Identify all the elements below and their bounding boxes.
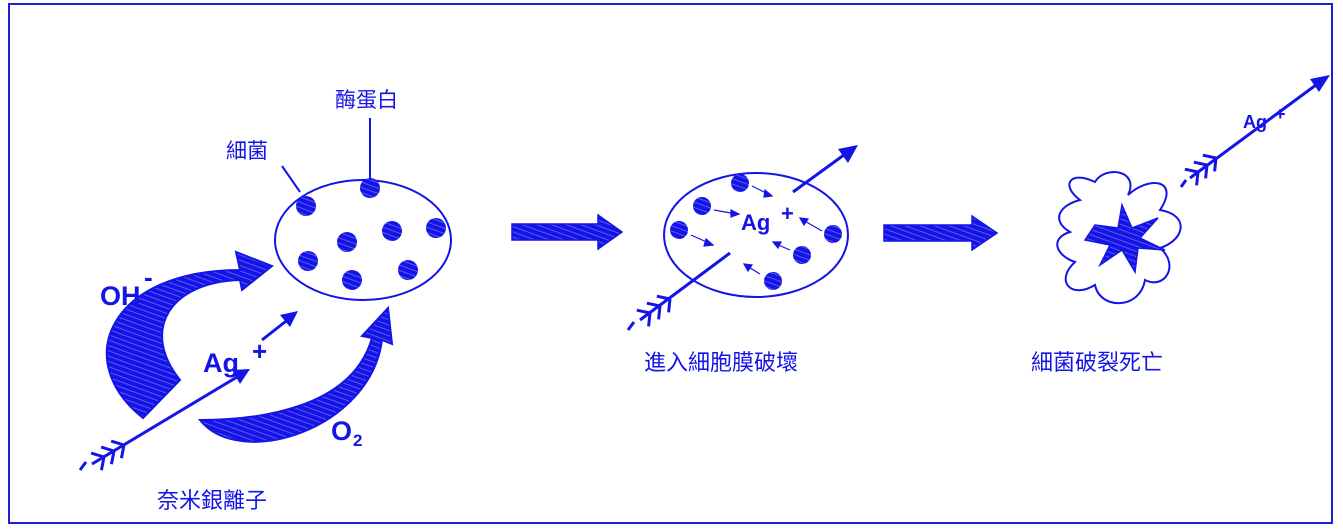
enzyme-dot	[360, 178, 380, 198]
attraction-arrows	[690, 185, 823, 275]
enzyme-dot	[824, 225, 842, 243]
silver-ion-label-stage2: Ag	[741, 210, 770, 235]
bacterium-cell-penetrated	[663, 172, 849, 298]
silver-ion-penetrating-arrow	[626, 145, 858, 331]
enzyme-dot	[337, 232, 357, 252]
enzyme-protein-dots-stage2	[670, 174, 842, 290]
enzyme-dot	[298, 251, 318, 271]
silver-ion-small-arrow	[261, 311, 298, 342]
silver-ion-label: Ag	[203, 348, 239, 378]
bacterium-cell	[274, 179, 452, 301]
enzyme-dot	[296, 196, 316, 216]
enzyme-dot	[693, 197, 711, 215]
diagram-border	[8, 3, 1333, 524]
hydroxide-curved-arrow	[105, 250, 274, 420]
enzyme-dot	[426, 218, 446, 238]
step2-caption: 進入細胞膜破壞	[644, 351, 798, 376]
process-arrow-2	[883, 214, 999, 252]
ruptured-bacterium-core	[1083, 202, 1166, 275]
ruptured-bacterium-outline	[1056, 171, 1182, 305]
enzyme-dot	[382, 221, 402, 241]
silver-ion-charge-stage2: +	[781, 201, 794, 226]
oxygen-curved-arrow	[197, 305, 394, 443]
enzyme-dot	[764, 272, 782, 290]
enzyme-dot	[793, 246, 811, 264]
enzyme-dot	[670, 221, 688, 239]
silver-ion-exit-arrow	[1179, 75, 1330, 188]
oxygen-subscript: 2	[353, 431, 362, 450]
enzyme-dot	[731, 174, 749, 192]
silver-ion-arrow	[78, 369, 250, 472]
silver-ion-charge: +	[252, 336, 267, 366]
enzyme-protein-dots	[296, 178, 446, 290]
bacteria-pointer-line	[281, 165, 301, 193]
nano-silver-ion-label: 奈米銀離子	[157, 489, 267, 514]
hydroxide-charge: -	[144, 262, 153, 292]
enzyme-protein-label: 酶蛋白	[335, 88, 398, 112]
silver-ion-charge-stage3: +	[1275, 104, 1286, 124]
enzyme-dot	[342, 270, 362, 290]
oxygen-label: O	[331, 416, 352, 446]
silver-ion-label-stage3: Ag	[1243, 112, 1267, 132]
step3-caption: 細菌破裂死亡	[1031, 351, 1163, 376]
hydroxide-label: OH	[100, 281, 141, 311]
enzyme-dot	[398, 260, 418, 280]
bacteria-label: 細菌	[226, 139, 268, 163]
process-arrow-1	[511, 213, 624, 251]
